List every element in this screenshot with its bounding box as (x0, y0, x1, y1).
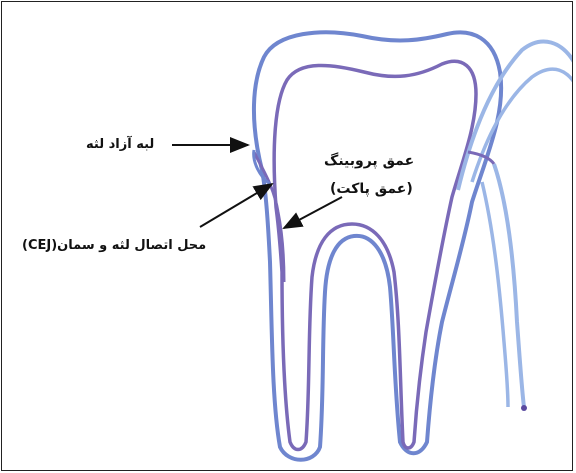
label-probing-depth: عمق پروبینگ (324, 153, 414, 169)
arrow-probing-depth (284, 197, 342, 228)
label-free-gingiva: لبه آزاد لثه (86, 137, 154, 152)
tooth-inner-outline (274, 61, 476, 449)
label-cej: محل اتصال لثه و سمان(CEJ) (22, 238, 206, 253)
adjacent-root-inner (482, 182, 508, 407)
arrow-cej (200, 184, 272, 227)
adjacent-root-apex (521, 405, 527, 411)
label-pocket-depth: (عمق پاکت) (330, 181, 413, 197)
tooth-outer-outline (254, 32, 501, 459)
adjacent-tooth-inner (472, 69, 573, 182)
